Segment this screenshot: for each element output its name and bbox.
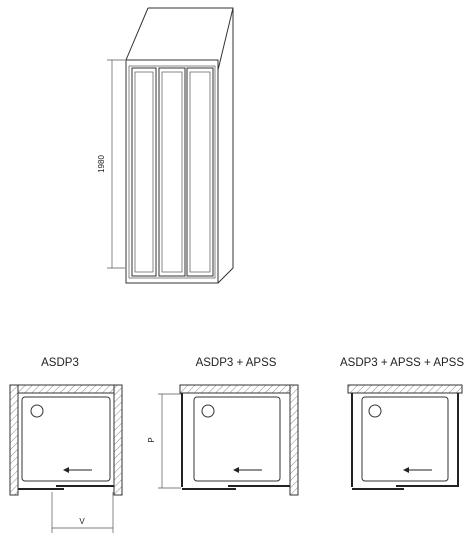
door-frame	[125, 59, 219, 284]
config-label-asdp3-apss-apss: ASDP3 + APSS + APSS	[340, 357, 464, 369]
width-dimension-label: V	[79, 517, 85, 526]
depth-dimension-label: P	[147, 437, 156, 442]
shower-tray	[361, 396, 449, 482]
config-label-asdp3-apss: ASDP3 + APSS	[196, 357, 277, 369]
drain-icon	[201, 404, 215, 418]
drain-icon	[368, 404, 382, 418]
top-left-edge	[125, 7, 149, 61]
door-panel-1-glass	[134, 71, 154, 273]
enclosure-3d-view: 1980	[97, 7, 234, 284]
door-panel-2	[158, 67, 186, 277]
door-panel-1	[131, 67, 157, 277]
door-panel-3-glass	[189, 71, 211, 273]
right-wall	[113, 384, 123, 496]
top-right-edge	[217, 7, 234, 71]
back-wall	[179, 384, 299, 394]
plan-asdp3-apss: ASDP3 + APSS P	[147, 357, 299, 496]
door-panel-2-glass	[161, 71, 183, 273]
back-wall	[9, 384, 123, 394]
door-inner-frame	[128, 65, 216, 279]
config-label-asdp3: ASDP3	[41, 357, 79, 369]
height-dimension-label: 1980	[97, 155, 106, 173]
drain-icon	[30, 404, 44, 418]
right-wall	[289, 384, 299, 496]
left-wall	[9, 384, 19, 496]
shower-tray	[21, 396, 111, 482]
back-wall-outline	[148, 7, 234, 284]
plan-asdp3-apss-apss: ASDP3 + APSS + APSS	[340, 357, 464, 490]
plan-asdp3: ASDP3 V	[9, 357, 123, 533]
door-panel-3	[186, 67, 214, 277]
shower-tray	[193, 396, 281, 482]
back-wall	[347, 384, 463, 394]
